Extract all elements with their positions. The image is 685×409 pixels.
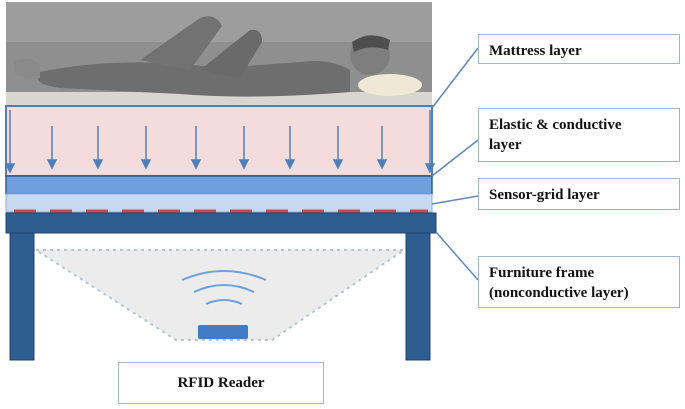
elastic-label-line1: Elastic & conductive: [489, 117, 622, 133]
signal-waves-icon: [181, 270, 267, 305]
frame-label-line1: Furniture frame: [489, 265, 595, 281]
rfid-label-text: RFID Reader: [177, 375, 265, 391]
pressure-arrows-icon: [4, 110, 436, 174]
sensor-layer-label: Sensor-grid layer: [478, 178, 680, 210]
frame-right-leg: [405, 232, 431, 361]
leader-lines: [431, 47, 479, 281]
rfid-read-zone: [32, 249, 408, 341]
rfid-reader-device: [198, 325, 248, 339]
bed-top: [6, 92, 432, 106]
frame-label: Furniture frame (nonconductive layer): [478, 256, 680, 308]
mattress-layer-label: Mattress layer: [478, 34, 680, 64]
elastic-conductive-layer: [5, 175, 433, 195]
frame-label-line2: (nonconductive layer): [489, 285, 629, 301]
rfid-reader-label: RFID Reader: [118, 362, 324, 404]
mattress-label-text: Mattress layer: [489, 43, 582, 59]
mattress-layer: [5, 105, 433, 177]
frame-left-leg: [9, 232, 35, 361]
sensor-label-text: Sensor-grid layer: [489, 187, 600, 203]
person-icon: [14, 16, 422, 97]
sensor-grid-layer: [5, 193, 433, 213]
elastic-layer-label: Elastic & conductive layer: [478, 108, 680, 162]
elastic-label-line2: layer: [489, 137, 522, 153]
frame-top-bar: [5, 212, 437, 234]
